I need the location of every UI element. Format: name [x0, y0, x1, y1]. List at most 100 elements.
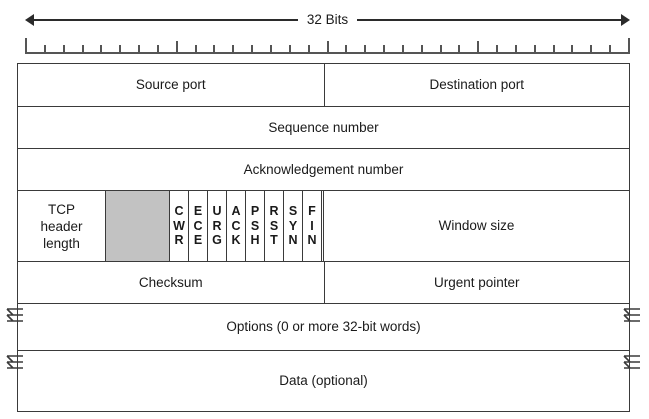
ruler-tick: [628, 38, 630, 54]
arrow-head-right-icon: [621, 14, 630, 26]
flag-letter: F: [308, 204, 316, 219]
row-acknowledgement-number: Acknowledgement number: [17, 148, 630, 190]
ruler-tick: [609, 45, 611, 54]
flag-letter: T: [270, 233, 278, 248]
flag-letter: G: [212, 233, 222, 248]
ruler-tick: [119, 45, 121, 54]
ruler-tick: [534, 45, 536, 54]
ruler-tick: [289, 45, 291, 54]
flag-letter: E: [193, 204, 203, 219]
header-fields-table: Source port Destination port Sequence nu…: [6, 63, 640, 412]
flag-letter: P: [250, 204, 260, 219]
field-reserved: [105, 191, 169, 261]
flag-letter: I: [310, 218, 314, 233]
flags-spacer: [321, 191, 323, 261]
flag-letter: R: [269, 204, 279, 219]
row-checksum: Checksum Urgent pointer: [17, 261, 630, 303]
field-tcp-header-length-line-2: header: [40, 218, 83, 234]
ruler-tick: [553, 45, 555, 54]
flag-letter: R: [174, 233, 184, 248]
field-data: Data (optional): [18, 351, 629, 411]
field-urgent-pointer-label: Urgent pointer: [433, 274, 520, 290]
ruler-tick: [383, 45, 385, 54]
flag-letter: A: [231, 204, 241, 219]
ruler-tick: [458, 45, 460, 54]
bit-width-label: 32 Bits: [25, 11, 630, 28]
field-checksum: Checksum: [18, 262, 324, 303]
row-data: Data (optional): [6, 350, 640, 412]
flag-letter: R: [212, 218, 222, 233]
field-sequence-number: Sequence number: [18, 107, 629, 148]
ruler-tick: [515, 45, 517, 54]
field-destination-port-label: Destination port: [429, 77, 525, 92]
flag-letter: S: [250, 218, 260, 233]
bit-width-label-text: 32 Bits: [297, 12, 358, 27]
ruler-tick: [571, 45, 573, 54]
ruler-tick: [100, 45, 102, 54]
flag-letter: H: [250, 233, 260, 248]
field-data-label: Data (optional): [279, 373, 368, 388]
field-checksum-label: Checksum: [138, 274, 203, 290]
field-destination-port: Destination port: [323, 64, 629, 106]
ruler-tick: [176, 41, 178, 54]
ruler-tick: [440, 45, 442, 54]
bit-ruler: [25, 38, 630, 54]
field-options-label: Options (0 or more 32-bit words): [226, 319, 421, 334]
flag-letter: C: [231, 218, 241, 233]
row-options: Options (0 or more 32-bit words): [6, 303, 640, 350]
flag-letter: K: [231, 233, 241, 248]
flag-letter: N: [307, 233, 317, 248]
ruler-tick: [82, 45, 84, 54]
ruler-tick: [496, 45, 498, 54]
flag-letter: W: [173, 218, 185, 233]
ruler-tick: [63, 45, 65, 54]
bit-width-arrow: 32 Bits: [25, 12, 630, 28]
ruler-tick: [138, 45, 140, 54]
ruler-tick: [25, 38, 27, 54]
field-tcp-header-length: TCP header length: [18, 191, 105, 261]
ruler-tick: [44, 45, 46, 54]
flag-letter: C: [174, 204, 184, 219]
ruler-tick: [308, 45, 310, 54]
field-urgent-pointer: Urgent pointer: [323, 262, 629, 303]
field-source-port-label: Source port: [135, 77, 206, 92]
field-tcp-header-length-line-3: length: [43, 235, 80, 251]
flag-letter: C: [193, 218, 203, 233]
flag-letter: S: [288, 204, 298, 219]
ruler-tick: [402, 45, 404, 54]
ruler-tick: [270, 45, 272, 54]
field-window-size: Window size: [323, 191, 629, 261]
row-sequence-number: Sequence number: [17, 106, 630, 148]
field-acknowledgement-number: Acknowledgement number: [18, 149, 629, 190]
ruler-tick: [421, 45, 423, 54]
ruler-tick: [232, 45, 234, 54]
field-source-port: Source port: [18, 64, 324, 106]
flag-letter: Y: [288, 218, 298, 233]
field-window-size-label: Window size: [438, 218, 515, 233]
ruler-tick: [251, 45, 253, 54]
ruler-tick: [157, 45, 159, 54]
row-ports: Source port Destination port: [17, 63, 630, 106]
ruler-tick: [590, 45, 592, 54]
ruler-tick: [345, 45, 347, 54]
arrow-head-left-icon: [25, 14, 34, 26]
flag-letter: N: [288, 233, 298, 248]
field-tcp-header-length-line-1: TCP: [48, 201, 75, 217]
flag-letter: U: [212, 204, 222, 219]
flag-letter: E: [193, 233, 203, 248]
ruler-tick: [213, 45, 215, 54]
flag-letter: S: [269, 218, 279, 233]
field-options: Options (0 or more 32-bit words): [18, 304, 629, 350]
ruler-tick: [327, 41, 329, 54]
ruler-tick: [364, 45, 366, 54]
field-sequence-number-label: Sequence number: [268, 119, 379, 135]
ruler-tick: [195, 45, 197, 54]
